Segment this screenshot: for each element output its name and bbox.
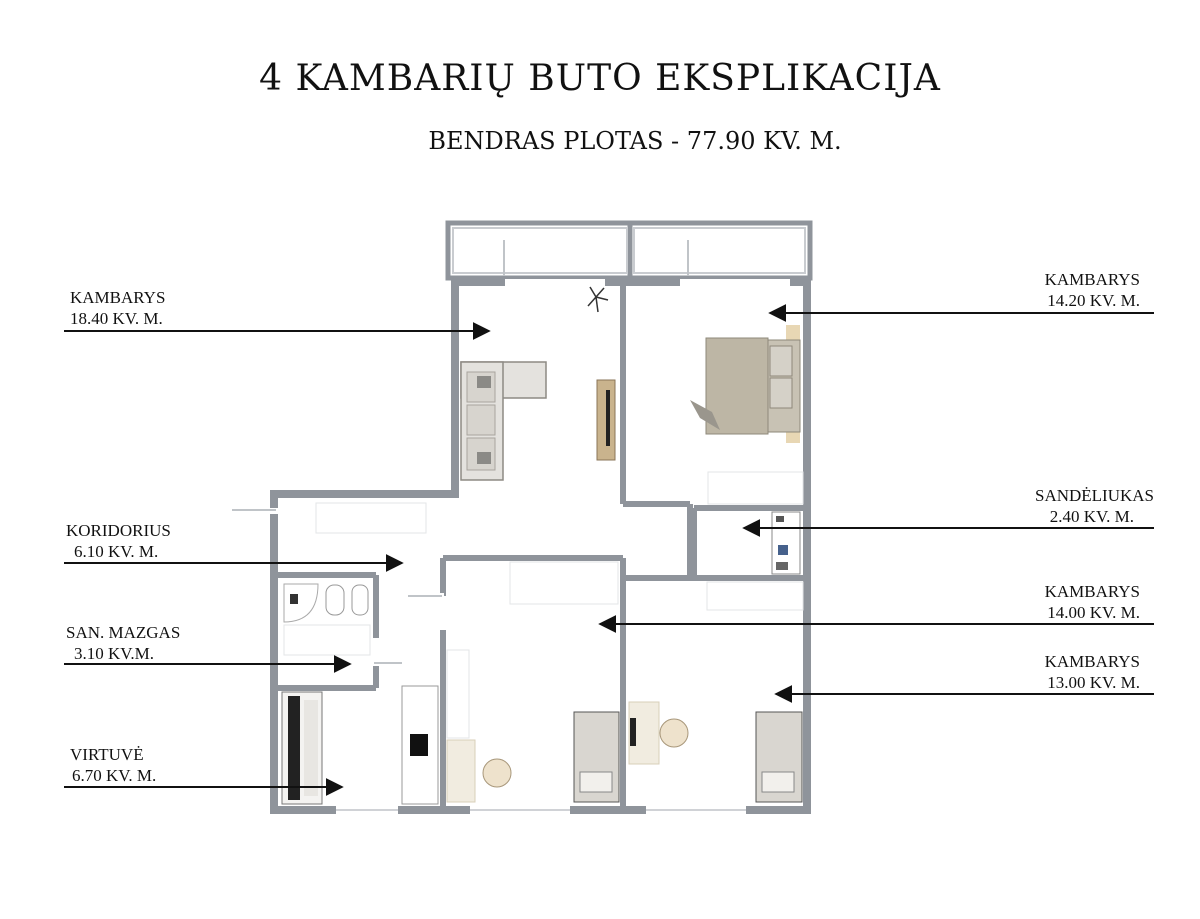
room-area: 14.00 KV. M.	[1047, 603, 1140, 622]
label-room-3: KAMBARYS 14.00 KV. M.	[1000, 581, 1140, 623]
label-bathroom: SAN. MAZGAS 3.10 KV.M.	[66, 622, 180, 664]
room-name: SAN. MAZGAS	[66, 623, 181, 642]
label-room-4: KAMBARYS 13.00 KV. M.	[1000, 651, 1140, 693]
room-area: 18.40 KV. M.	[70, 309, 163, 328]
plan-title: 4 KAMBARIŲ BUTO EKSPLIKACIJA	[259, 58, 941, 99]
room-area: 6.10 KV. M.	[74, 542, 159, 561]
outer-walls	[270, 278, 811, 814]
room-area: 13.00 KV. M.	[1047, 673, 1140, 692]
room-area: 2.40 KV. M.	[1049, 507, 1134, 526]
room-name: KAMBARYS	[1044, 582, 1140, 601]
room-name: KAMBARYS	[70, 288, 166, 307]
room-area: 6.70 KV. M.	[72, 766, 157, 785]
room-13-furniture	[628, 581, 804, 803]
room-area: 14.20 KV. M.	[1047, 291, 1140, 310]
total-area: BENDRAS PLOTAS - 77.90 KV. M.	[428, 127, 842, 155]
room-name: VIRTUVĖ	[70, 745, 144, 764]
label-room-2: KAMBARYS 14.20 KV. M.	[1000, 269, 1140, 311]
room-name: KORIDORIUS	[66, 521, 171, 540]
label-corridor: KORIDORIUS 6.10 KV. M.	[66, 520, 171, 562]
tv-stand-icon	[596, 379, 616, 461]
room-name: KAMBARYS	[1044, 270, 1140, 289]
leader-arrows	[64, 304, 1154, 796]
sofa-icon	[460, 361, 547, 481]
inner-walls	[278, 286, 805, 806]
room-name: SANDĖLIUKAS	[1035, 486, 1154, 505]
room-area: 3.10 KV.M.	[74, 644, 154, 663]
plant-icon	[587, 286, 609, 313]
label-storage: SANDĖLIUKAS 2.40 KV. M.	[990, 485, 1154, 527]
label-kitchen: VIRTUVĖ 6.70 KV. M.	[70, 744, 156, 786]
room-14-furniture	[446, 561, 620, 803]
bathroom-fixtures	[283, 583, 371, 656]
shelf-icon	[771, 511, 801, 575]
kitchen-counter	[281, 685, 439, 805]
room-name: KAMBARYS	[1044, 652, 1140, 671]
bed-icon	[690, 325, 801, 443]
label-room-1: KAMBARYS 18.40 KV. M.	[70, 287, 165, 329]
